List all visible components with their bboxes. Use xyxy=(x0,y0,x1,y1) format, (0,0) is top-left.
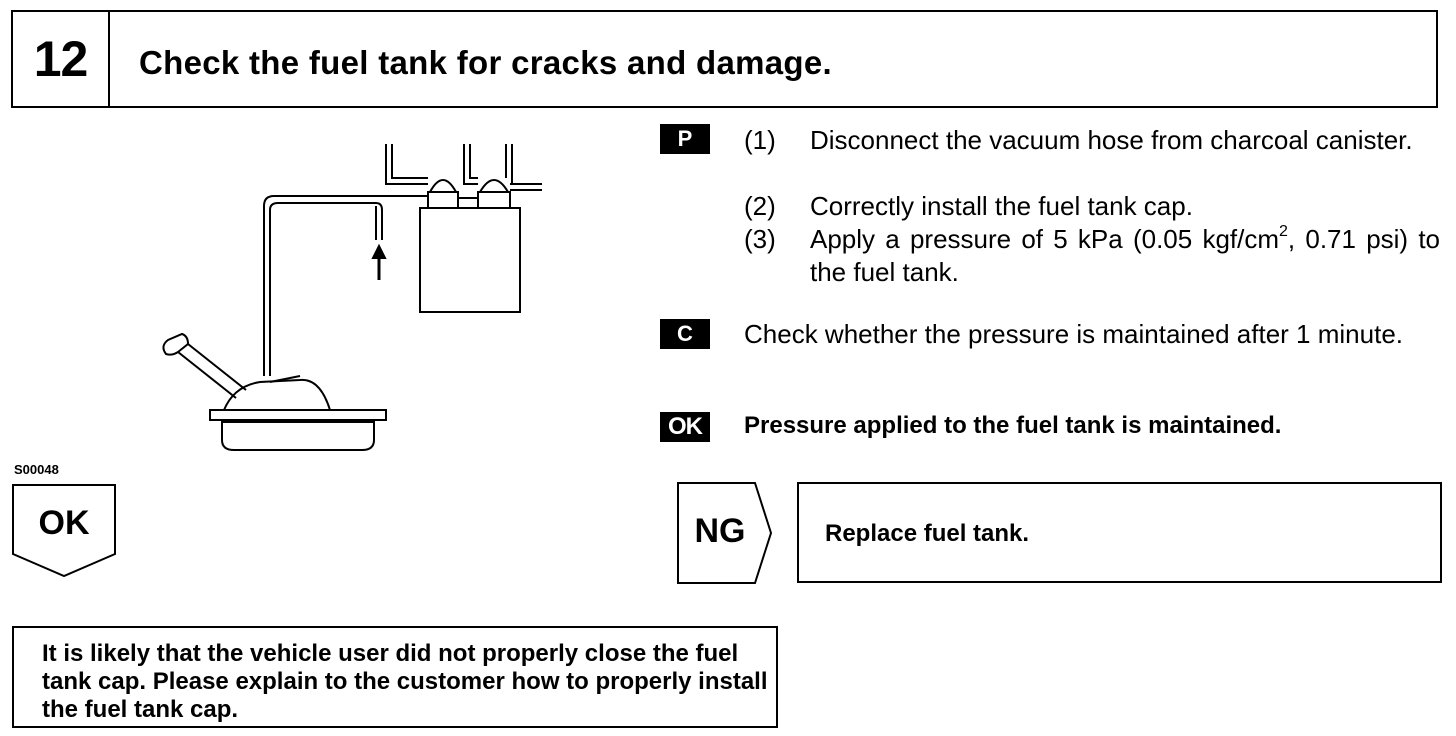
customer-note-box: It is likely that the vehicle user did n… xyxy=(12,626,778,728)
ok-result-text: Pressure applied to the fuel tank is mai… xyxy=(744,412,1282,439)
ok-flow-label: OK xyxy=(38,504,90,542)
step-header: 12 Check the fuel tank for cracks and da… xyxy=(11,10,1438,108)
fuel-tank-illustration xyxy=(162,144,542,451)
customer-note-text: It is likely that the vehicle user did n… xyxy=(42,640,768,723)
step-title: Check the fuel tank for cracks and damag… xyxy=(139,44,832,81)
check-badge: C xyxy=(660,319,710,349)
prepare-step-3: (3) Apply a pressure of 5 kPa (0.05 kgf/… xyxy=(744,223,1444,293)
step-1-text: Disconnect the vacuum hose from charcoal… xyxy=(810,125,1413,155)
step-3-number: (3) xyxy=(744,224,776,254)
step-1-number: (1) xyxy=(744,125,776,155)
ng-flow-flag xyxy=(677,482,773,584)
ok-flow-flag xyxy=(12,484,116,578)
step-2-number: (2) xyxy=(744,191,776,221)
step-3-text: Apply a pressure of 5 kPa (0.05 kgf/cm2,… xyxy=(810,223,1440,289)
prepare-badge: P xyxy=(660,124,710,154)
check-text: Check whether the pressure is maintained… xyxy=(744,319,1404,349)
step-2-text: Correctly install the fuel tank cap. xyxy=(810,191,1193,221)
ng-flow-label: NG xyxy=(694,512,746,550)
ng-action-text: Replace fuel tank. xyxy=(825,520,1030,547)
step-number: 12 xyxy=(13,12,110,106)
ng-action-box: Replace fuel tank. xyxy=(797,482,1442,583)
step-3-superscript: 2 xyxy=(1279,223,1288,241)
step-3-text-before: Apply a pressure of 5 kPa (0.05 kgf/cm xyxy=(810,224,1280,254)
figure-code: S00048 xyxy=(14,462,59,477)
ok-badge: OK xyxy=(660,412,710,442)
step-3-text-after: , 0.71 psi) to the fuel tank. xyxy=(810,224,1441,287)
prepare-step-1: (1) Disconnect the vacuum hose from char… xyxy=(744,124,1444,194)
prepare-step-2: (2) Correctly install the fuel tank cap. xyxy=(744,190,1444,224)
